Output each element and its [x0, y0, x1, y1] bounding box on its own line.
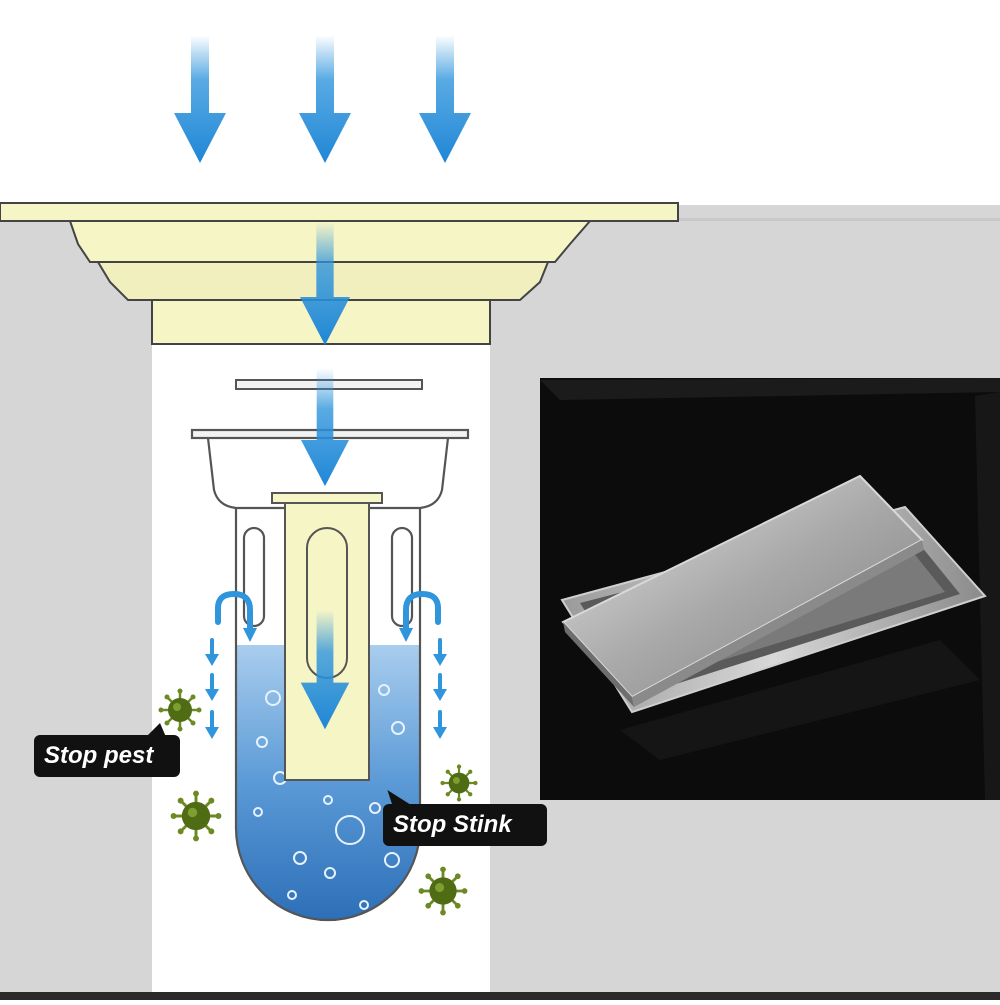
stop-stink-callout: Stop Stink — [383, 804, 547, 846]
stop-pest-label: Stop pest — [44, 742, 154, 769]
product-photo — [540, 378, 1000, 800]
arrow-down-icon — [174, 35, 226, 163]
germ-icon — [418, 866, 468, 916]
stop-pest-callout: Stop pest — [34, 723, 180, 777]
side-flow-right — [403, 590, 442, 730]
water-bubbles — [253, 684, 405, 910]
flow-arrows-incoming — [174, 35, 471, 730]
side-flow-left-heads — [205, 628, 257, 739]
arrow-down-icon — [299, 35, 351, 163]
trap-water — [236, 645, 420, 920]
stop-stink-label: Stop Stink — [393, 811, 512, 838]
arrow-down-icon — [419, 35, 471, 163]
side-flow-left — [210, 590, 253, 730]
bottom-edge — [0, 992, 1000, 1000]
germ-icon — [170, 790, 222, 842]
side-flow-right-heads — [399, 628, 447, 739]
germ-icon — [440, 764, 478, 802]
floor-left — [0, 222, 152, 1000]
